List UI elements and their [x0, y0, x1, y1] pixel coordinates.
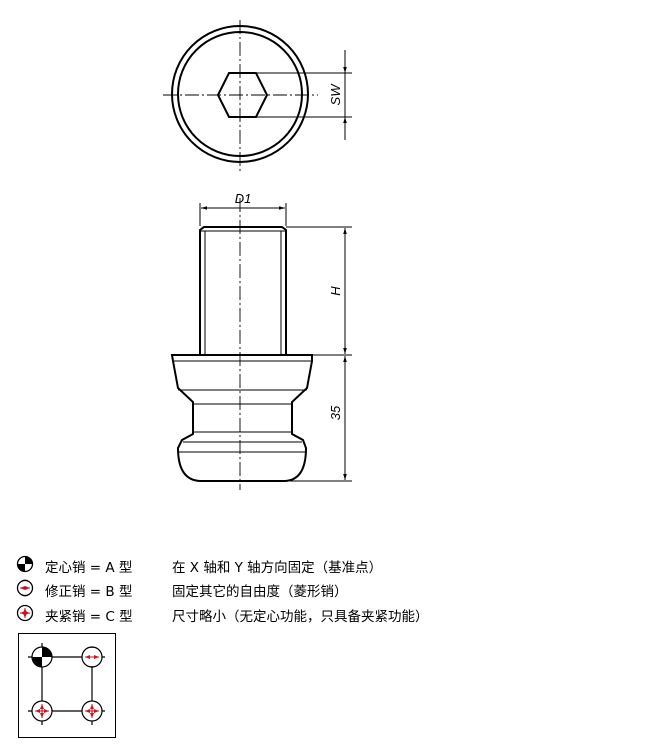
- dim-35-label: 35: [328, 405, 343, 420]
- locating-pin-icon: [16, 555, 34, 573]
- diamond-pin-icon: [16, 579, 34, 597]
- pin-layout-diagram: [18, 633, 116, 738]
- legend-type-c-description: 尺寸略小（无定心功能，只具备夹紧功能）: [172, 609, 429, 625]
- side-view: D1 H 35: [170, 191, 352, 490]
- dim-d1-label: D1: [235, 191, 252, 206]
- clamping-pin-icon: [81, 700, 103, 722]
- hex-socket: [216, 72, 269, 118]
- legend-type-b-label: 修正销 = B 型: [45, 584, 133, 600]
- pin-body: [170, 354, 313, 482]
- dim-h-label: H: [328, 286, 343, 296]
- legend-type-b-description: 固定其它的自由度（菱形销）: [172, 584, 348, 600]
- dim-sw-label: SW: [328, 83, 343, 106]
- clamping-pin-icon: [31, 700, 53, 722]
- legend-type-a-label: 定心销 = A 型: [45, 560, 133, 576]
- locating-pin-icon: [31, 646, 53, 668]
- top-view: SW: [163, 20, 352, 174]
- legend-type-a-description: 在 X 轴和 Y 轴方向固定（基准点）: [172, 560, 383, 576]
- clamping-pin-icon: [16, 604, 34, 622]
- legend-type-c-label: 夹紧销 = C 型: [45, 609, 133, 625]
- diamond-pin-icon: [81, 646, 103, 668]
